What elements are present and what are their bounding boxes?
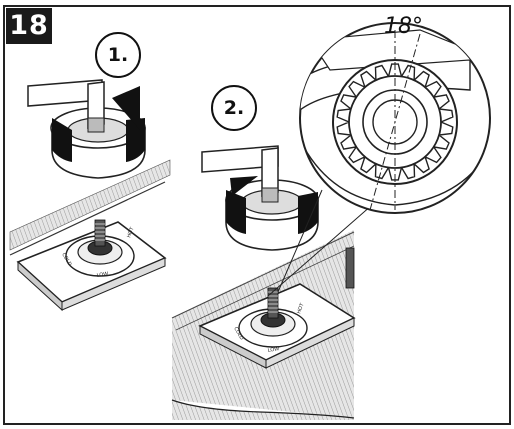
zoom-detail [299,22,491,214]
plate-label-low-left: LOW [96,271,108,279]
plate-label-low-right: LOW [267,346,279,354]
callout-step-2: 2. [211,85,257,131]
right-counter: COLD LOW HOT [171,230,356,420]
handle-step-2 [201,145,319,251]
zoom-leader [277,189,323,293]
callout-step-1: 1. [95,32,141,78]
plate-label-hot-left: HOT [126,226,136,239]
handle-step-1 [27,79,146,179]
plate-label-hot-right: HOT [296,302,306,315]
angle-label: 18° [384,14,423,39]
figure-border [3,5,511,425]
step-number-badge: 18 [6,8,52,44]
left-counter: COLD LOW HOT [9,159,171,312]
